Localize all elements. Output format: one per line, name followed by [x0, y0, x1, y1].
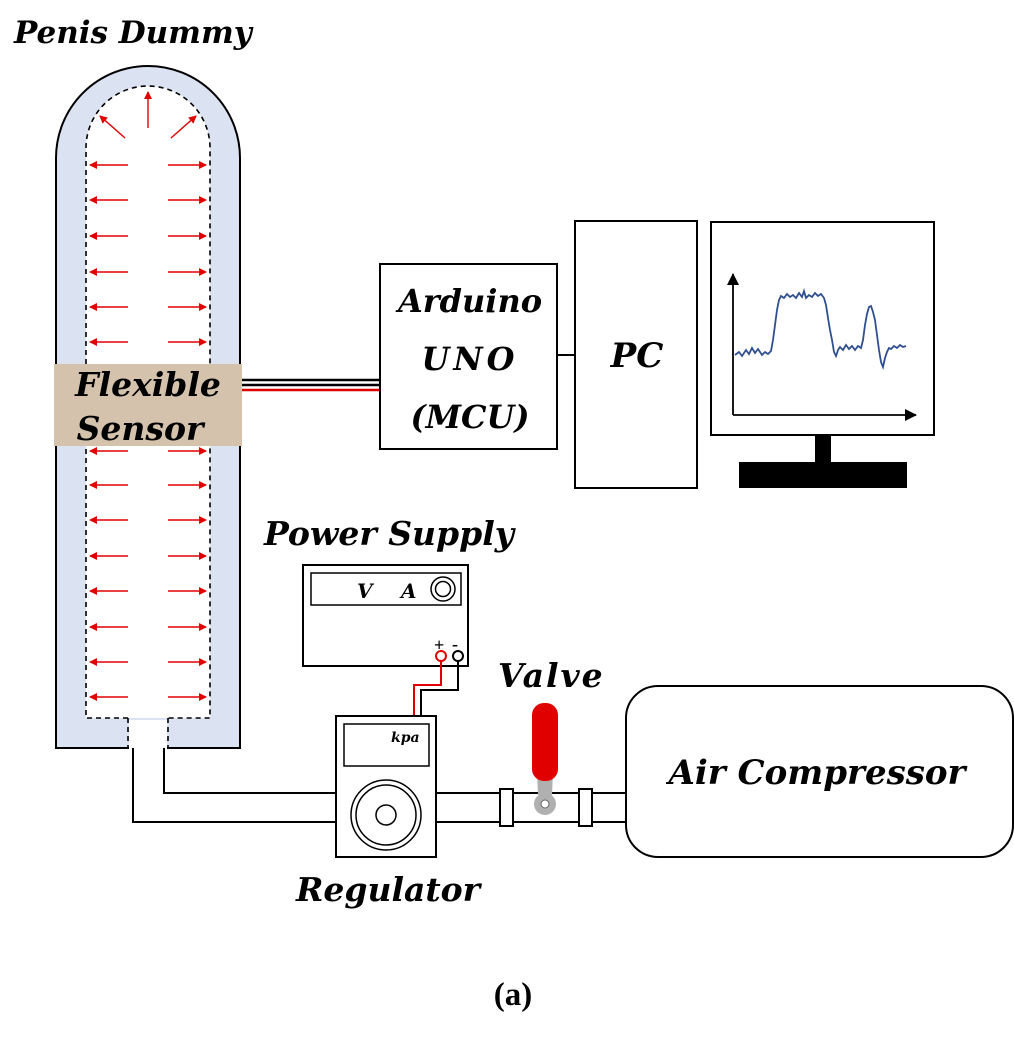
air-compressor: Air Compressor [625, 685, 1014, 858]
signal-trace [734, 287, 907, 371]
arduino-box: Arduino UNO (MCU) [379, 263, 558, 450]
sensor-label-line2: Sensor [77, 409, 206, 448]
valve [499, 703, 593, 827]
valve-fitting-left [499, 788, 514, 827]
plus-sign: + [434, 635, 444, 655]
sensor-wires [242, 378, 380, 392]
volts-label: V [357, 579, 375, 603]
amps-label: A [399, 579, 417, 603]
monitor [710, 221, 935, 488]
regulator-display [343, 723, 430, 767]
negative-terminal [452, 650, 464, 662]
air-compressor-label: Air Compressor [666, 753, 968, 793]
monitor-neck [815, 435, 831, 463]
valve-handle [532, 703, 558, 781]
pressure-arrow [170, 115, 197, 139]
negative-wire [420, 661, 459, 716]
arduino-label: Arduino [395, 282, 542, 320]
pc-box: PC [574, 220, 698, 489]
positive-terminal [435, 650, 447, 662]
uno-label: UNO [421, 340, 518, 378]
valve-label: Valve [498, 656, 605, 695]
pressure-arrows [89, 91, 207, 701]
minus-sign: - [452, 634, 458, 654]
air-lines [132, 748, 626, 823]
flexible-sensor: Flexible Sensor [54, 364, 242, 448]
sensor-pad [54, 364, 242, 446]
regulator: kpa [335, 715, 437, 858]
pc-label: PC [610, 336, 664, 376]
monitor-stand [739, 462, 907, 488]
mcu-label: (MCU) [410, 398, 529, 436]
pressure-arrow [99, 115, 126, 139]
regulator-label: Regulator [295, 870, 483, 909]
penis-dummy-label: Penis Dummy [13, 15, 254, 51]
sensor-label-line1: Flexible [74, 365, 221, 404]
positive-wire [413, 661, 442, 716]
power-supply: V A + - [302, 564, 469, 667]
valve-fitting-right [578, 788, 593, 827]
kpa-label: kpa [391, 730, 420, 746]
power-supply-label: Power Supply [263, 514, 517, 553]
monitor-screen [710, 221, 935, 436]
figure-caption: (a) [494, 977, 532, 1013]
